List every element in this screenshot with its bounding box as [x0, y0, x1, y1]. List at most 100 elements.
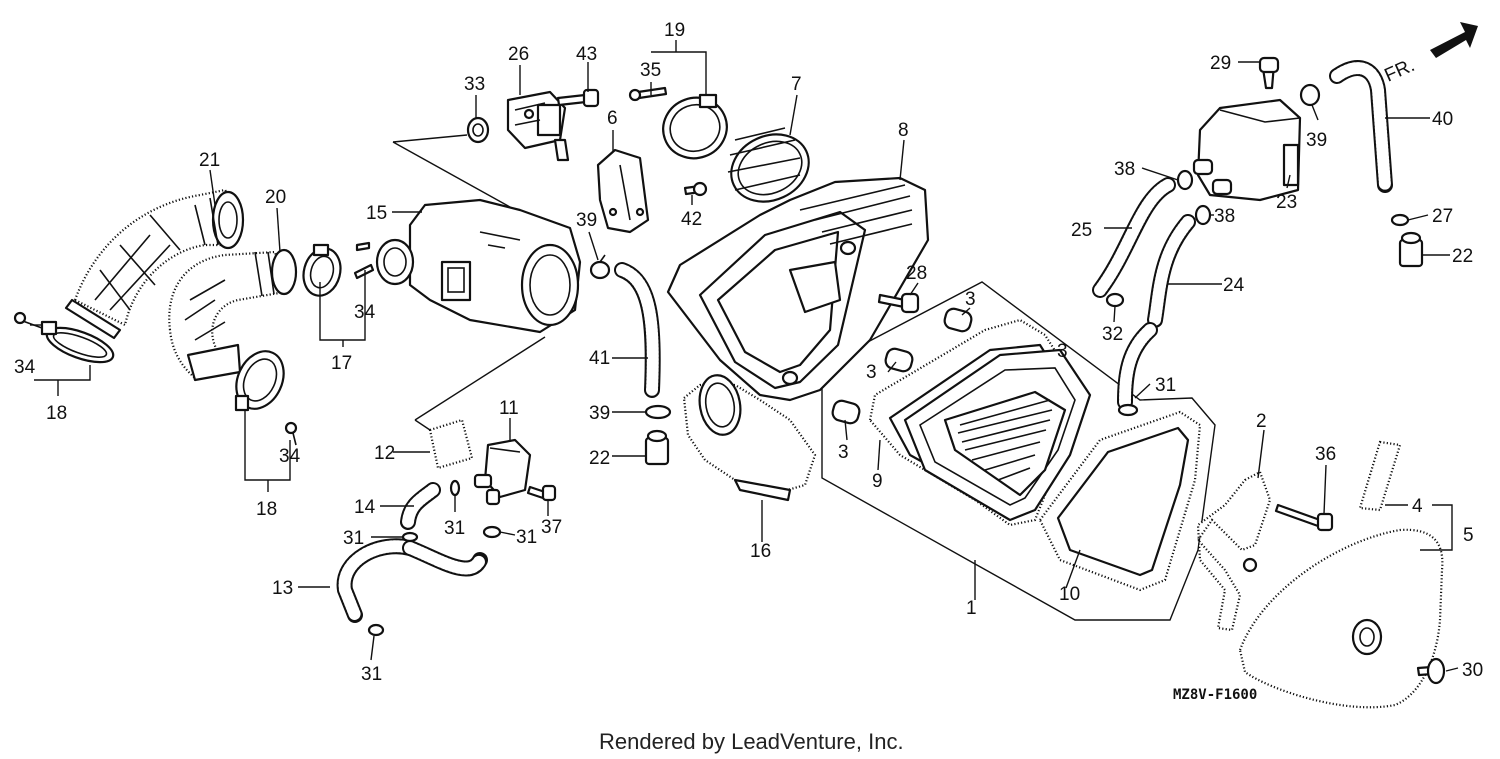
callout-9: 9: [872, 471, 883, 492]
callout-30: 30: [1462, 660, 1483, 681]
callout-31-a: 31: [343, 528, 364, 549]
part-26-valve: [506, 90, 570, 162]
part-31-clip-b: [449, 479, 461, 497]
callout-39-upper: 39: [576, 210, 597, 231]
callout-2: 2: [1256, 411, 1267, 432]
part-38-clip-upper: [1176, 169, 1194, 191]
callout-41: 41: [589, 348, 610, 369]
callout-31-b: 31: [444, 518, 465, 539]
callout-26: 26: [508, 44, 529, 65]
part-32-clip: [1105, 292, 1125, 308]
part-1-filter-element: [903, 348, 1092, 522]
callout-4: 4: [1412, 496, 1423, 517]
part-7-connecting-tube: [727, 127, 810, 203]
callout-3b: 3: [866, 362, 877, 383]
part-16-duct: [682, 374, 817, 502]
callout-21: 21: [199, 150, 220, 171]
part-43-bolt: [556, 88, 600, 108]
part-24-hose: [1147, 214, 1196, 328]
callout-38-lower: 38: [1214, 206, 1235, 227]
callout-labels: 1 2 3 3 3 3 4 5 6 7 8 9 10 11 12 13 14 1…: [14, 20, 1483, 685]
part-23-sub-tank: [1192, 98, 1302, 202]
part-33-washer: [466, 116, 490, 144]
callout-25: 25: [1071, 220, 1092, 241]
callout-10: 10: [1059, 584, 1080, 605]
callout-27: 27: [1432, 206, 1453, 227]
callout-43: 43: [576, 44, 597, 65]
callout-38-upper: 38: [1114, 159, 1135, 180]
part-15-air-chamber: [375, 198, 582, 334]
callout-34-lower: 34: [279, 446, 301, 467]
callout-23: 23: [1276, 192, 1297, 213]
part-36-bolt: [1274, 503, 1334, 532]
part-39-clip-upper: [589, 254, 611, 280]
part-3-spacer-b: [884, 347, 914, 373]
part-35-screw: [628, 86, 668, 102]
part-11-solenoid: [473, 438, 532, 506]
callout-6: 6: [607, 108, 618, 129]
part-39-clip-right: [1299, 83, 1321, 107]
callout-3c: 3: [838, 442, 849, 463]
part-3-spacer-a: [943, 307, 973, 333]
part-19-band: [662, 93, 728, 160]
callout-36: 36: [1315, 444, 1336, 465]
callout-18-right: 18: [256, 499, 277, 520]
part-31-clip-c: [482, 525, 502, 539]
callout-40: 40: [1432, 109, 1453, 130]
callout-28: 28: [906, 263, 927, 284]
callout-15: 15: [366, 203, 387, 224]
part-40-tube: [1329, 60, 1393, 193]
callout-24: 24: [1223, 275, 1245, 296]
part-21-intake-hose-upper: [64, 188, 245, 340]
part-34-bolt-17: [355, 241, 371, 252]
callout-35: 35: [640, 60, 661, 81]
callout-14: 14: [354, 497, 376, 518]
part-22-drain-plug-center: [644, 429, 670, 466]
part-8-air-cleaner-case: [666, 176, 930, 402]
part-39-clip-center: [644, 404, 672, 420]
callout-42: 42: [681, 209, 702, 230]
callout-12: 12: [374, 443, 395, 464]
part-30-bolt: [1416, 657, 1446, 685]
callout-16: 16: [750, 541, 771, 562]
callout-7: 7: [791, 74, 802, 95]
callout-22-right: 22: [1452, 246, 1473, 267]
callout-11: 11: [499, 398, 519, 419]
part-18-clamp-left: [13, 311, 115, 364]
part-14-hose: [400, 482, 441, 530]
part-41-tube: [614, 262, 661, 398]
part-4-strip: [1358, 440, 1402, 512]
callout-1: 1: [966, 598, 977, 619]
part-37-bolt: [526, 484, 557, 502]
part-13-hose: [336, 538, 488, 623]
part-31-clip-right: [1117, 403, 1139, 417]
callout-33: 33: [464, 74, 485, 95]
front-direction-arrow: FR.: [1381, 22, 1478, 87]
part-31-clip-a: [401, 531, 419, 543]
part-29-bolt: [1258, 56, 1280, 90]
callout-31-d: 31: [361, 664, 382, 685]
callout-19: 19: [664, 20, 685, 41]
callout-8: 8: [898, 120, 909, 141]
callout-17: 17: [331, 353, 352, 374]
callout-32: 32: [1102, 324, 1123, 345]
callout-20: 20: [265, 187, 286, 208]
callout-39-right: 39: [1306, 130, 1327, 151]
callout-39-center: 39: [589, 403, 610, 424]
front-direction-label: FR.: [1381, 55, 1418, 87]
callout-31-right: 31: [1155, 375, 1176, 396]
callout-34-left: 34: [14, 357, 36, 378]
callout-31-c: 31: [516, 527, 537, 548]
part-12-pad: [428, 418, 474, 470]
part-38-clip-lower: [1194, 204, 1212, 226]
callout-3a: 3: [965, 289, 976, 310]
callout-3d: 3: [1057, 341, 1068, 362]
part-42-bolt: [683, 181, 708, 197]
part-20-intake-elbow: [168, 248, 298, 382]
part-18-clamp-right: [234, 350, 298, 446]
callout-18-left: 18: [46, 403, 67, 424]
part-22-drain-plug-right: [1398, 231, 1424, 268]
part-31-hose-right: [1117, 322, 1158, 410]
